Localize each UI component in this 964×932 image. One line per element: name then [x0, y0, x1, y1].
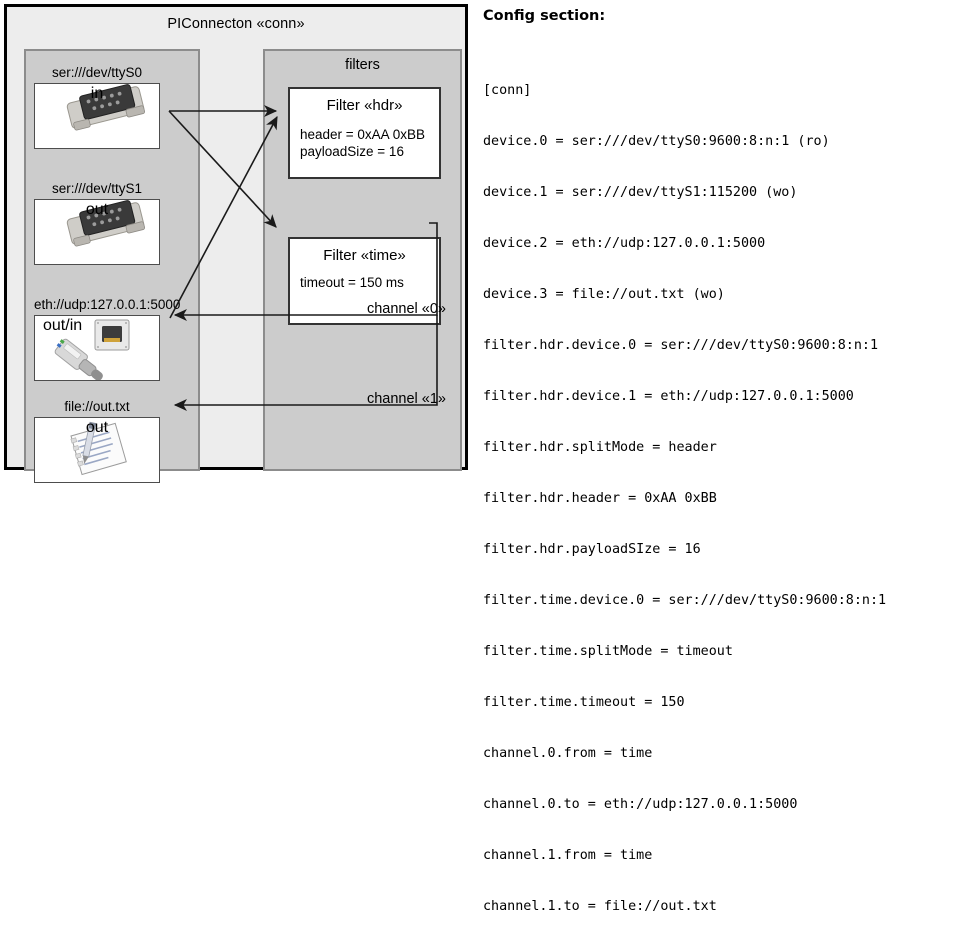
devices-group: ser:///dev/ttyS0 in	[24, 49, 200, 483]
config-line: channel.1.from = time	[483, 848, 653, 863]
filter-property: payloadSize = 16	[300, 144, 404, 159]
text-document-icon	[70, 421, 127, 476]
config-line: filter.time.device.0 = ser:///dev/ttyS0:…	[483, 593, 887, 608]
config-line: channel.0.to = eth://udp:127.0.0.1:5000	[483, 797, 798, 812]
ethernet-plug-icon	[54, 319, 130, 380]
config-line: filter.hdr.header = 0xAA 0xBB	[483, 491, 717, 506]
device-box[interactable]: out	[34, 417, 160, 483]
device-box[interactable]: in	[34, 83, 160, 149]
filter-hdr-card[interactable]: Filter «hdr» header = 0xAA 0xBB payloadS…	[288, 87, 441, 179]
config-heading: Config section:	[483, 8, 606, 24]
device-label: ser:///dev/ttyS0	[51, 65, 143, 80]
config-line: filter.hdr.device.1 = eth://udp:127.0.0.…	[483, 389, 854, 404]
config-text-block: [conn] device.0 = ser:///dev/ttyS0:9600:…	[483, 48, 886, 932]
config-line: filter.hdr.payloadSIze = 16	[483, 542, 701, 557]
filter-title: Filter «hdr»	[326, 97, 403, 114]
channel-1-label: channel «1»	[366, 391, 446, 407]
config-line: device.3 = file://out.txt (wo)	[483, 287, 725, 302]
device-direction: out	[85, 201, 109, 218]
config-line: filter.time.timeout = 150	[483, 695, 685, 710]
config-line: device.1 = ser:///dev/ttyS1:115200 (wo)	[483, 185, 798, 200]
config-line: filter.time.splitMode = timeout	[483, 644, 733, 659]
filter-property: header = 0xAA 0xBB	[300, 127, 425, 142]
filters-group: filters Filter «hdr» header = 0xAA 0xBB …	[263, 49, 462, 471]
device-direction: in	[90, 85, 104, 102]
config-line: filter.hdr.splitMode = header	[483, 440, 717, 455]
config-line: filter.hdr.device.0 = ser:///dev/ttyS0:9…	[483, 338, 879, 353]
config-line: [conn]	[483, 83, 532, 98]
diagram-frame: PIConnecton «conn» ser:///dev/ttyS0 in	[4, 4, 468, 483]
filters-group-title: filters	[345, 57, 380, 73]
config-line: device.2 = eth://udp:127.0.0.1:5000	[483, 236, 766, 251]
config-line: channel.1.to = file://out.txt	[483, 899, 717, 914]
diagram-title: PIConnecton «conn»	[167, 16, 305, 32]
device-label: eth://udp:127.0.0.1:5000	[34, 297, 181, 312]
device-box[interactable]: out	[34, 199, 160, 265]
channel-0-label: channel «0»	[366, 301, 446, 317]
device-direction: out	[85, 419, 109, 436]
filter-properties: timeout = 150 ms	[300, 274, 404, 291]
config-line: device.0 = ser:///dev/ttyS0:9600:8:n:1 (…	[483, 134, 830, 149]
filter-properties: header = 0xAA 0xBB payloadSize = 16	[300, 126, 425, 160]
serial-port-icon	[66, 84, 146, 131]
device-label: file://out.txt	[64, 399, 130, 414]
filter-property: timeout = 150 ms	[300, 275, 404, 290]
device-label: ser:///dev/ttyS1	[51, 181, 143, 196]
device-box[interactable]: out/in	[34, 315, 160, 381]
filter-title: Filter «time»	[323, 247, 406, 264]
config-line: channel.0.from = time	[483, 746, 653, 761]
serial-port-icon	[66, 200, 146, 247]
device-direction: out/in	[43, 317, 83, 334]
